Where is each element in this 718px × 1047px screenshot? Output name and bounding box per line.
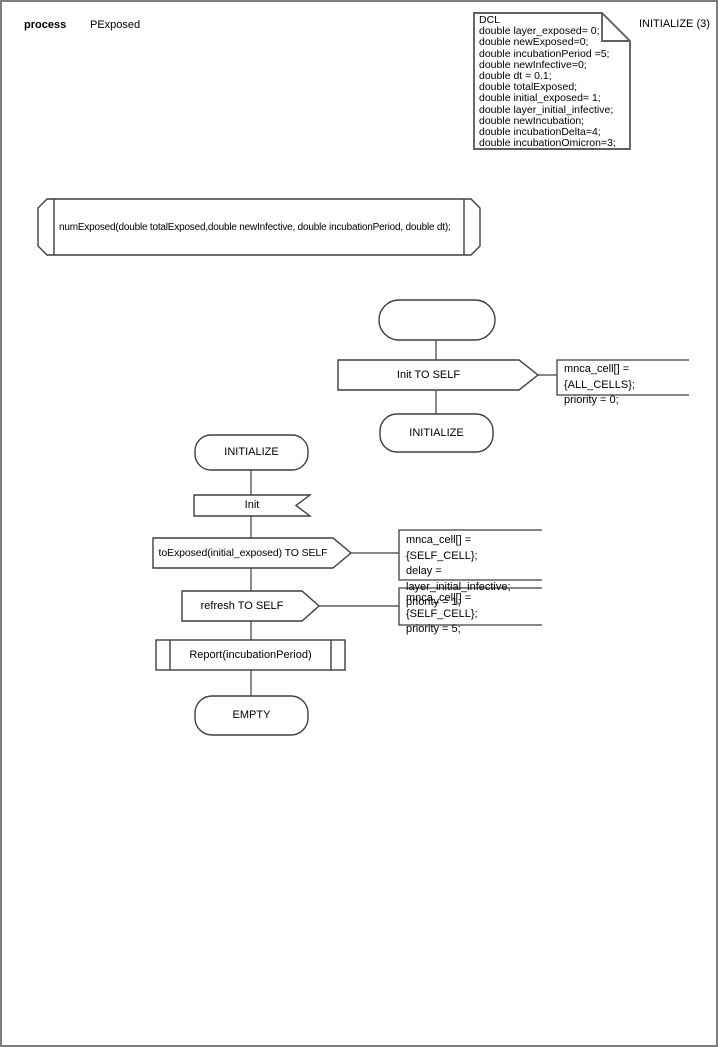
dcl-declarations-text: DCL double layer_exposed= 0; double newE… (479, 14, 616, 150)
state-initialize-label: INITIALIZE (224, 446, 279, 458)
state-symbol-empty (194, 695, 309, 736)
dcl-note-symbol (473, 12, 631, 150)
dcl-note-fold-icon (601, 13, 630, 42)
process-name: PExposed (90, 19, 141, 31)
state-empty-label: EMPTY (232, 709, 271, 721)
start-symbol (378, 299, 496, 341)
output-symbol-refresh (181, 590, 321, 622)
output-refresh-label: refresh TO SELF (200, 599, 284, 612)
output-toexposed-label: toExposed(initial_exposed) TO SELF (158, 546, 328, 559)
procedure-call-symbol-report (155, 639, 346, 671)
output-init-to-self-label: Init TO SELF (396, 368, 461, 381)
diagram-kind-label: process (24, 19, 67, 31)
state-symbol-initialize-next (379, 413, 494, 453)
procedure-call-report-label: Report(incubationPeriod) (189, 648, 312, 661)
output-symbol-toexposed (152, 537, 353, 569)
input-init-label: Init (244, 499, 260, 511)
input-symbol-init (193, 494, 313, 517)
comment-toexposed-text: mnca_cell[] = {SELF_CELL}; delay = layer… (406, 534, 511, 608)
comment-symbol-all-cells (556, 359, 689, 396)
comment-refresh-text: mnca_cell[] = {SELF_CELL}; priority = 5; (406, 592, 478, 635)
procedure-declaration-symbol (37, 198, 481, 256)
comment-symbol-toexposed (398, 529, 542, 581)
state-initialize-next-label: INITIALIZE (409, 426, 464, 439)
comment-all-cells-text: mnca_cell[] = {ALL_CELLS}; priority = 0; (564, 363, 635, 406)
output-symbol-init-to-self (337, 359, 540, 391)
page-reference-label: INITIALIZE (3) (639, 18, 710, 30)
procedure-declaration-text: numExposed(double totalExposed,double ne… (59, 221, 451, 233)
comment-symbol-refresh (398, 587, 542, 626)
